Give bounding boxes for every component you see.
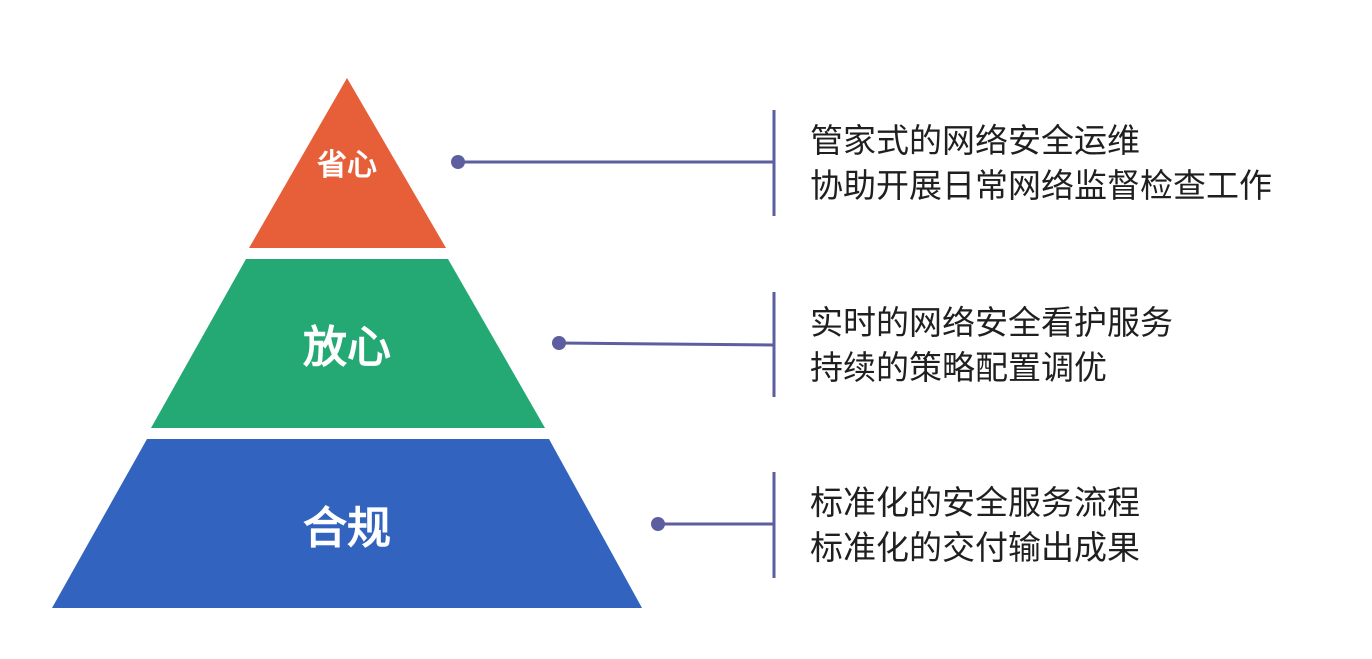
tier-bottom-line-2: 标准化的交付输出成果 [810, 528, 1140, 567]
tier-top-label: 省心 [317, 148, 377, 183]
tier-top-line-1: 管家式的网络安全运维 [810, 121, 1140, 160]
tier-middle-shape [151, 259, 545, 428]
connector-top [451, 110, 776, 216]
tier-top-line-2: 协助开展日常网络监督检查工作 [810, 166, 1272, 205]
tier-bottom-description: 标准化的安全服务流程 标准化的交付输出成果 [810, 480, 1140, 570]
tier-bottom-line-1: 标准化的安全服务流程 [810, 483, 1140, 522]
tier-middle-line-1: 实时的网络安全看护服务 [810, 303, 1173, 342]
tier-bottom-shape [52, 439, 642, 608]
tier-bottom-label: 合规 [303, 503, 391, 554]
connector-bottom [651, 472, 776, 578]
tier-top-description: 管家式的网络安全运维 协助开展日常网络监督检查工作 [810, 118, 1272, 208]
connector-middle [552, 292, 776, 397]
tier-middle-label: 放心 [303, 322, 391, 373]
connector-middle-line [558, 341, 775, 347]
tier-top-shape [249, 78, 446, 248]
tier-middle-description: 实时的网络安全看护服务 持续的策略配置调优 [810, 300, 1173, 390]
tier-middle-line-2: 持续的策略配置调优 [810, 348, 1107, 387]
